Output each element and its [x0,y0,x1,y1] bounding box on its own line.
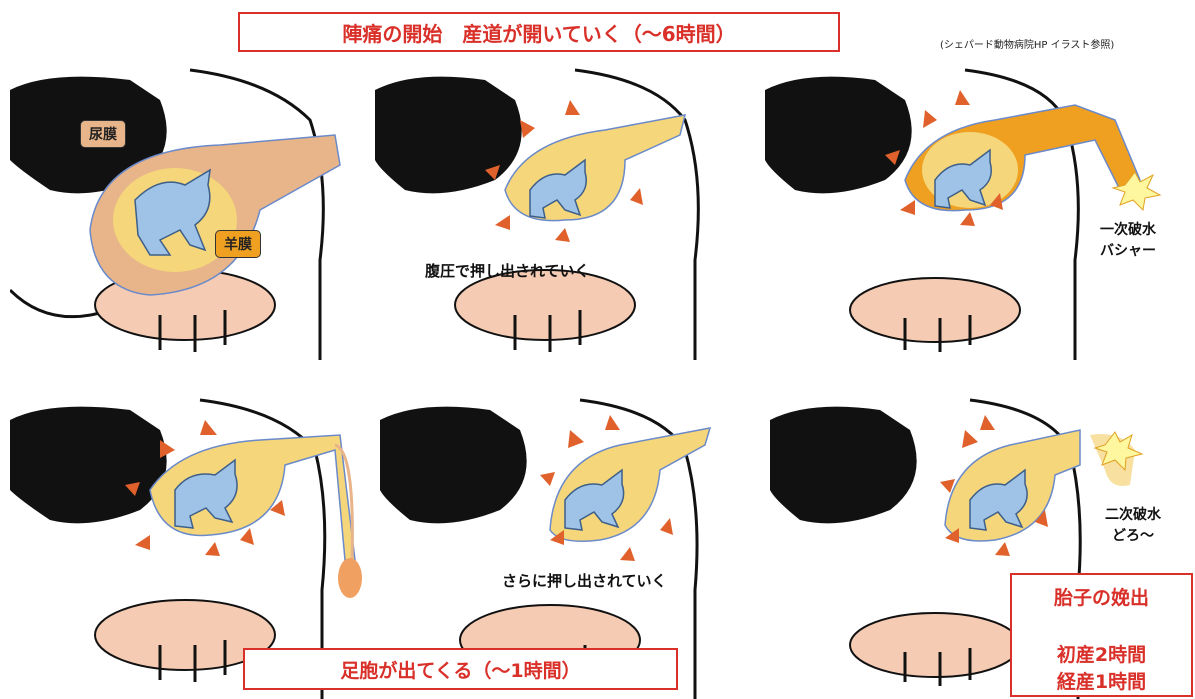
panel-4 [10,390,370,699]
panel-6: 二次破水 どろ〜 [770,390,1195,699]
push-more-caption: さらに押し出されていく [502,572,667,590]
multiparous-time: 経産1時間 [1056,671,1147,693]
feet-stage-title: 足胞が出てくる（〜1時間） [243,648,678,690]
first-rupture-sound: バシャー [1100,243,1156,259]
first-rupture-title: 一次破水 [1100,222,1156,238]
abdominal-push-caption: 腹圧で押し出されていく [425,262,590,280]
cow-illustration-1 [10,68,341,360]
cow-illustration-6 [770,398,1144,699]
cow-illustration-4 [10,398,362,699]
stage-title-text: 陣痛の開始 産道が開いていく（〜6時間） [342,21,736,46]
illustration-credit: (シェパード動物病院HP イラスト参照) [940,40,1115,51]
primiparous-time: 初産2時間 [1056,644,1147,666]
delivery-title: 胎子の娩出 [1053,587,1149,609]
panel-1: 尿膜 羊膜 [10,60,370,360]
second-rupture-sound: どろ〜 [1112,528,1154,544]
panel-2: 腹圧で押し出されていく [375,60,755,360]
second-rupture-note: 二次破水 どろ〜 [1105,505,1161,547]
stage-title: 陣痛の開始 産道が開いていく（〜6時間） [238,12,840,52]
first-rupture-note: 一次破水 バシャー [1100,220,1156,262]
second-rupture-title: 二次破水 [1105,507,1161,523]
panel-3: 一次破水 バシャー [765,60,1195,360]
delivery-box: 胎子の娩出 初産2時間 経産1時間 [1010,573,1193,697]
feet-stage-text: 足胞が出てくる（〜1時間） [340,659,581,682]
allantois-label: 尿膜 [80,120,126,148]
cow-illustration-3 [765,68,1162,360]
amnion-label: 羊膜 [215,230,261,258]
cow-illustration-2 [375,68,700,360]
panel-5: さらに押し出されていく [380,390,760,699]
